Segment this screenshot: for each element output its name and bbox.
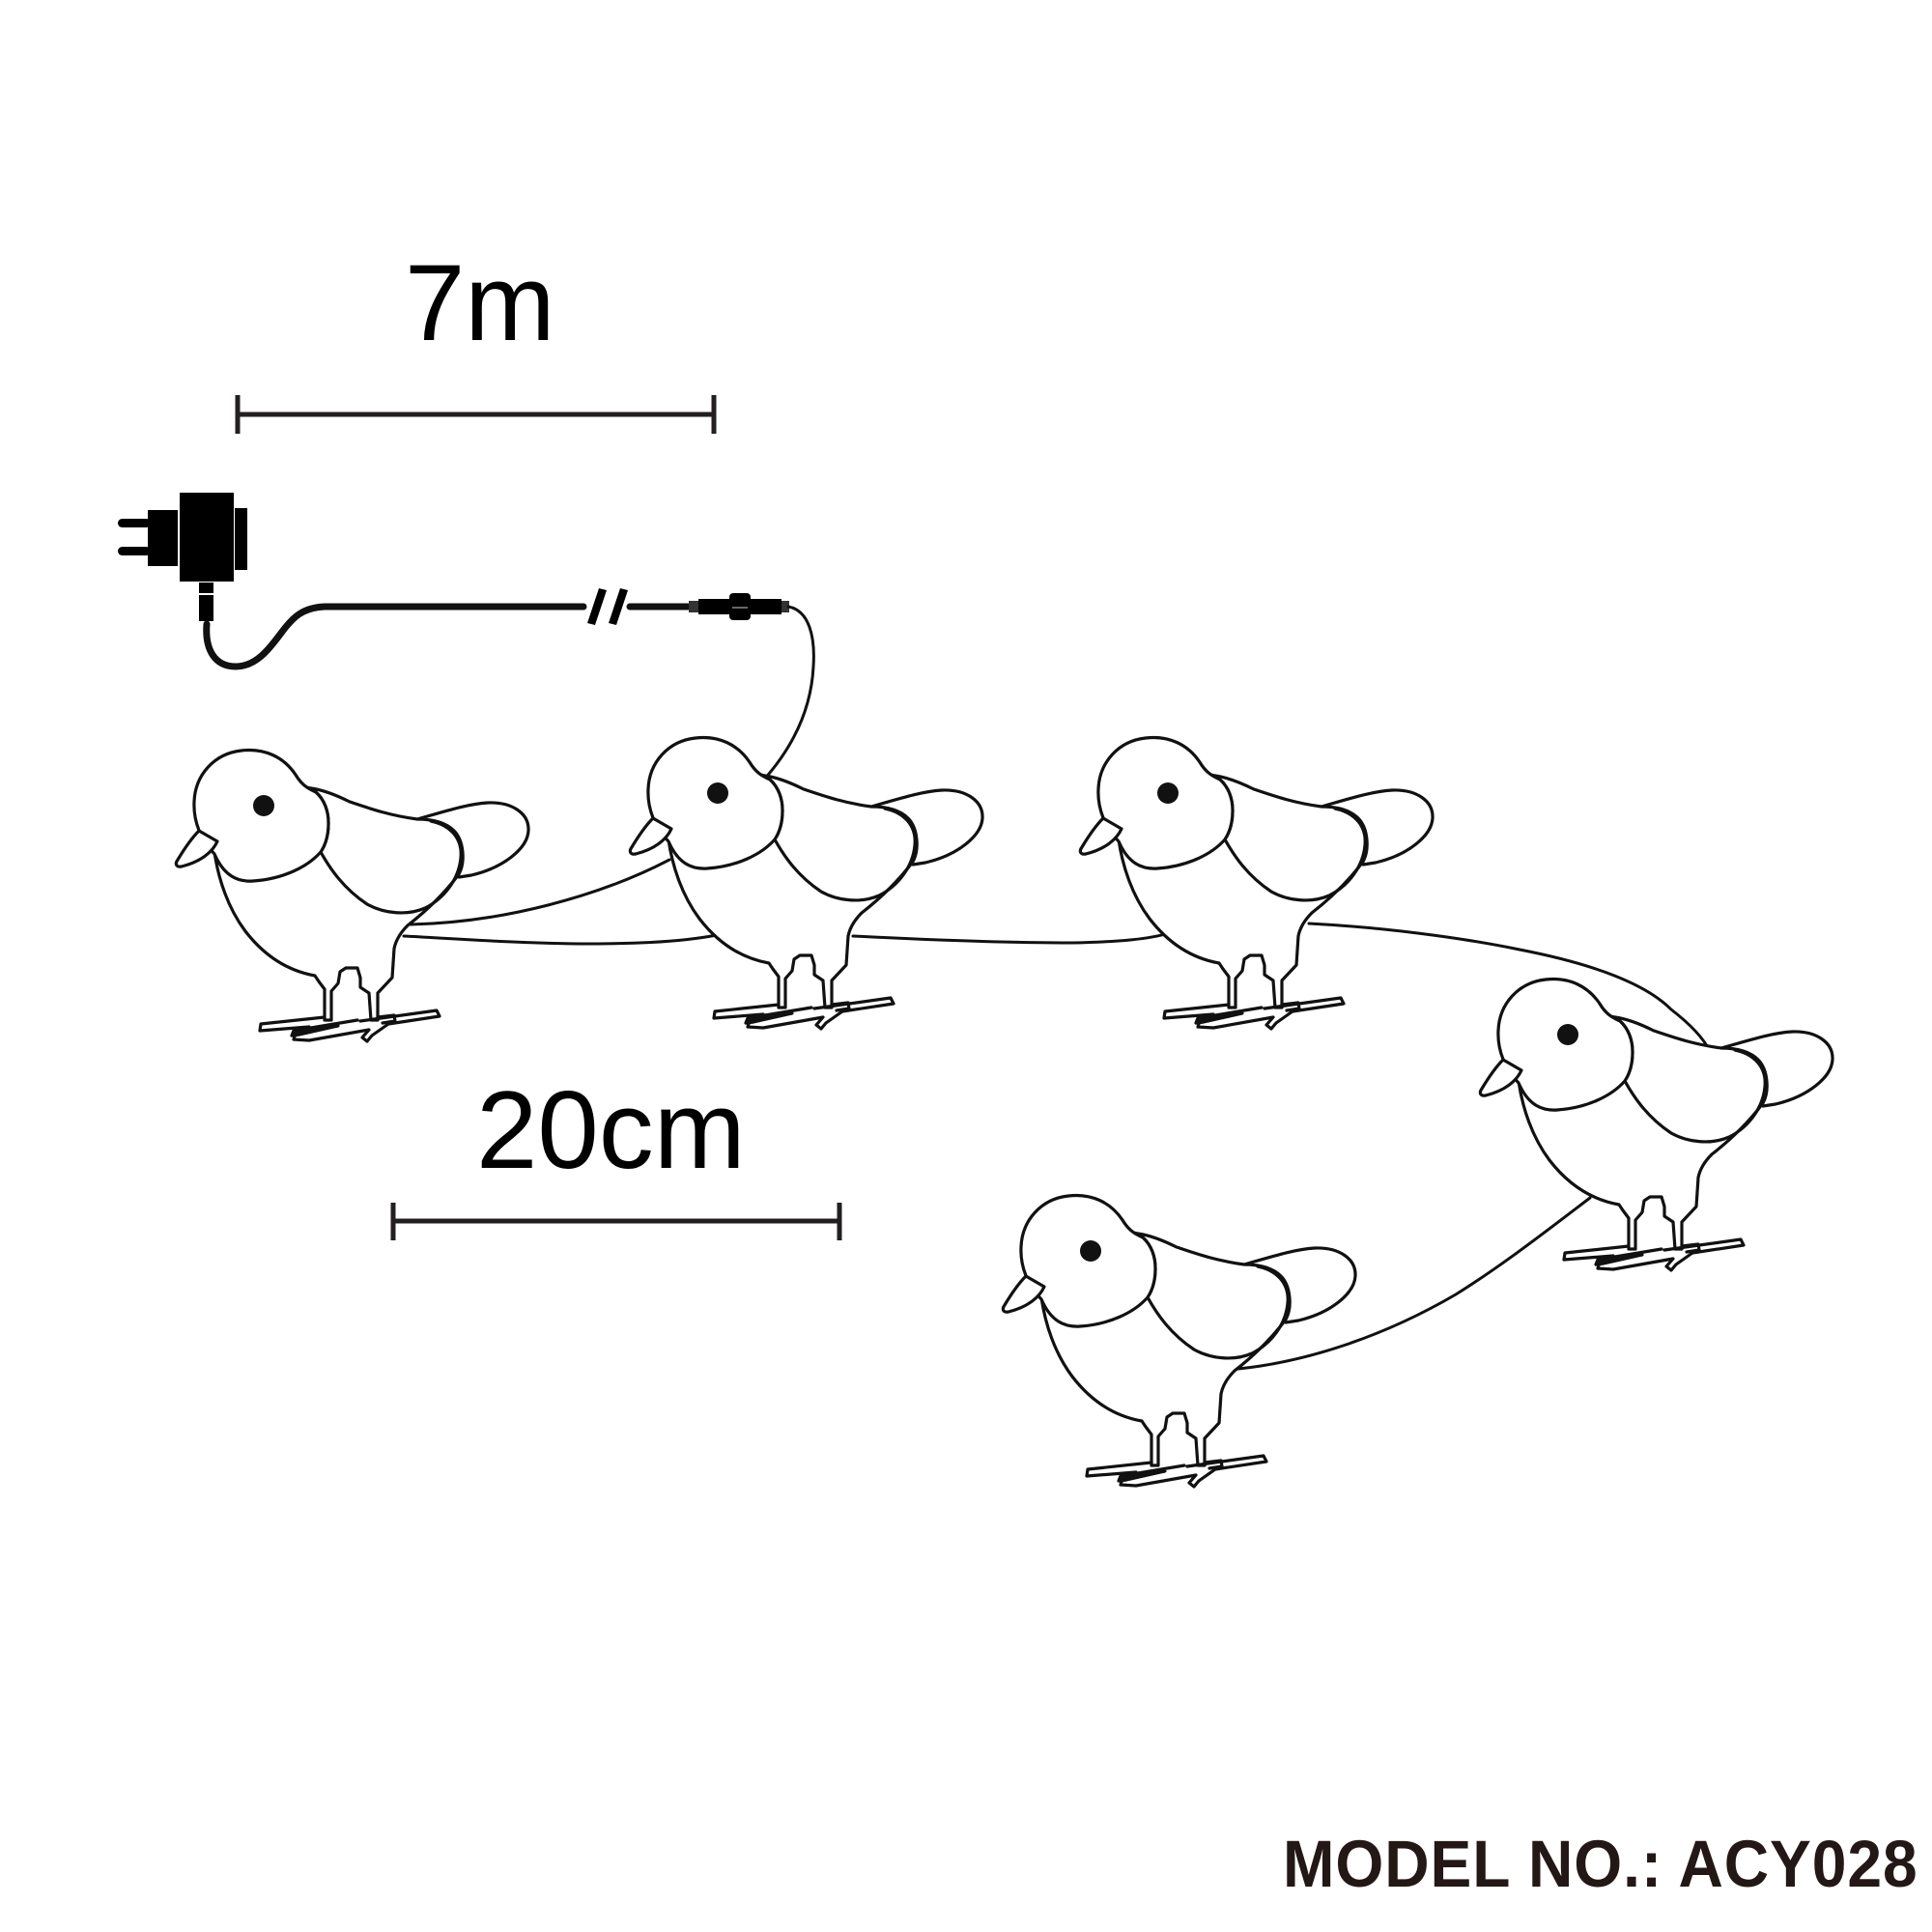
bird-figure-5 <box>1001 1193 1357 1489</box>
bird-figure-2 <box>628 735 984 1031</box>
lead-cable <box>203 603 587 670</box>
model-number-label: MODEL NO.: ACY028 <box>1283 1827 1918 1901</box>
bird-figure-4 <box>1478 977 1834 1272</box>
cable-length-label: 7m <box>405 242 555 363</box>
connector-icon <box>689 593 789 620</box>
dimension-20cm <box>390 1203 842 1240</box>
dimension-7m <box>235 395 717 434</box>
wire-bird2-to-bird3 <box>851 931 1171 945</box>
wire-connector-to-bird-2 <box>761 605 815 782</box>
wire-bird4-to-bird5 <box>1236 1196 1592 1371</box>
wire-bird3-to-bird4 <box>1307 922 1712 1053</box>
bird-spacing-label: 20cm <box>476 1069 746 1192</box>
power-plug-icon <box>118 493 247 621</box>
bird-figure-1 <box>174 748 530 1043</box>
cable-break-icon <box>587 588 628 625</box>
bird-figure-3 <box>1078 735 1435 1031</box>
wire-bird2-to-bird1-lower <box>402 933 719 946</box>
wire-bird2-to-bird1-upper <box>409 858 671 926</box>
